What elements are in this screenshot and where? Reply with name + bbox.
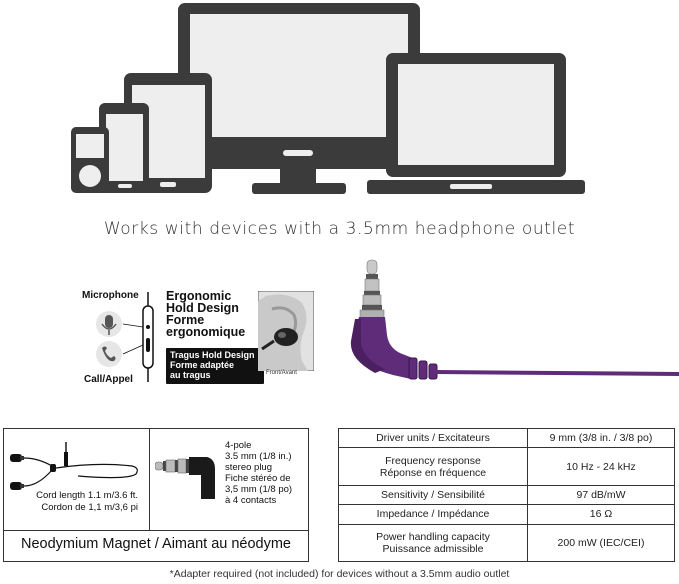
- spec-row: Driver units / Excitateurs 9 mm (3/8 in.…: [338, 427, 675, 449]
- tragus-line: au tragus: [170, 370, 211, 380]
- audio-plug-icon: [359, 259, 385, 321]
- ergo-line: Hold Design: [166, 301, 239, 315]
- plug-line: 4-pole: [225, 440, 252, 451]
- ergo-line: ergonomique: [166, 325, 246, 339]
- spec-key: Driver units / Excitateurs: [338, 427, 528, 449]
- plug-line: stereo plug: [225, 462, 273, 473]
- earbud-pair-icon: [10, 454, 24, 490]
- compatibility-caption: Works with devices with a 3.5mm headphon…: [103, 219, 576, 239]
- spec-value: 97 dB/mW: [527, 484, 675, 506]
- microphone-label: Microphone: [82, 290, 139, 301]
- music-player-icon: [71, 127, 109, 193]
- adapter-footnote: *Adapter required (not included) for dev…: [169, 568, 510, 580]
- devices-illustration: [71, 3, 585, 194]
- plug-line: 3,5 mm (1/8 po): [225, 484, 293, 495]
- spec-row: Impedance / Impédance 16 Ω: [338, 504, 675, 525]
- desktop-monitor-icon: [178, 3, 420, 194]
- earphones-cord-illustration: [10, 442, 138, 490]
- phone-call-icon: [96, 341, 122, 367]
- stereo-plug-illustration: [155, 457, 215, 499]
- spec-value: 10 Hz - 24 kHz: [527, 447, 675, 486]
- inline-remote-illustration: [96, 292, 154, 382]
- tragus-line: Forme adaptée: [170, 360, 235, 370]
- tragus-hold-badge: Tragus Hold Design Forme adaptée au trag…: [166, 348, 264, 384]
- spec-row: Sensitivity / Sensibilité 97 dB/mW: [338, 484, 675, 506]
- spec-key: Impedance / Impédance: [338, 504, 528, 525]
- ergonomic-design-title: Ergonomic Hold Design Forme ergonomique: [166, 289, 246, 339]
- spec-value: 16 Ω: [527, 504, 675, 525]
- earbud-icon: [274, 328, 298, 346]
- cord-line: Cord length 1.1 m/3.6 ft.: [36, 490, 138, 501]
- cord-length-text: Cord length 1.1 m/3.6 ft. Cordon de 1,1 …: [20, 490, 138, 514]
- spec-value: 200 mW (IEC/CEI): [527, 523, 675, 563]
- spec-key: Sensitivity / Sensibilité: [338, 484, 528, 506]
- ergo-line: Forme: [166, 313, 205, 327]
- spec-table: Driver units / Excitateurs 9 mm (3/8 in.…: [338, 427, 675, 563]
- plug-line: à 4 contacts: [225, 495, 277, 506]
- call-label: Call/Appel: [84, 374, 133, 385]
- tragus-line: Tragus Hold Design: [170, 350, 255, 360]
- magnet-caption: Neodymium Magnet / Aimant au néodyme: [21, 536, 291, 552]
- ergo-line: Ergonomic: [166, 289, 232, 303]
- plug-line: 3.5 mm (1/8 in.): [225, 451, 292, 462]
- features-box: [3, 428, 309, 562]
- ear-fit-illustration: [258, 291, 314, 371]
- spec-value: 9 mm (3/8 in. / 3/8 po): [527, 427, 675, 449]
- cord-line: Cordon de 1,1 m/3,6 pi: [41, 502, 138, 513]
- cable-plug-illustration: [350, 259, 679, 380]
- plug-spec-text: 4-pole 3.5 mm (1/8 in.) stereo plug Fich…: [225, 440, 307, 506]
- phone-icon: [99, 103, 149, 193]
- front-label: Front/Avant: [266, 370, 297, 376]
- laptop-icon: [367, 53, 585, 194]
- plug-line: Fiche stéréo de: [225, 473, 291, 484]
